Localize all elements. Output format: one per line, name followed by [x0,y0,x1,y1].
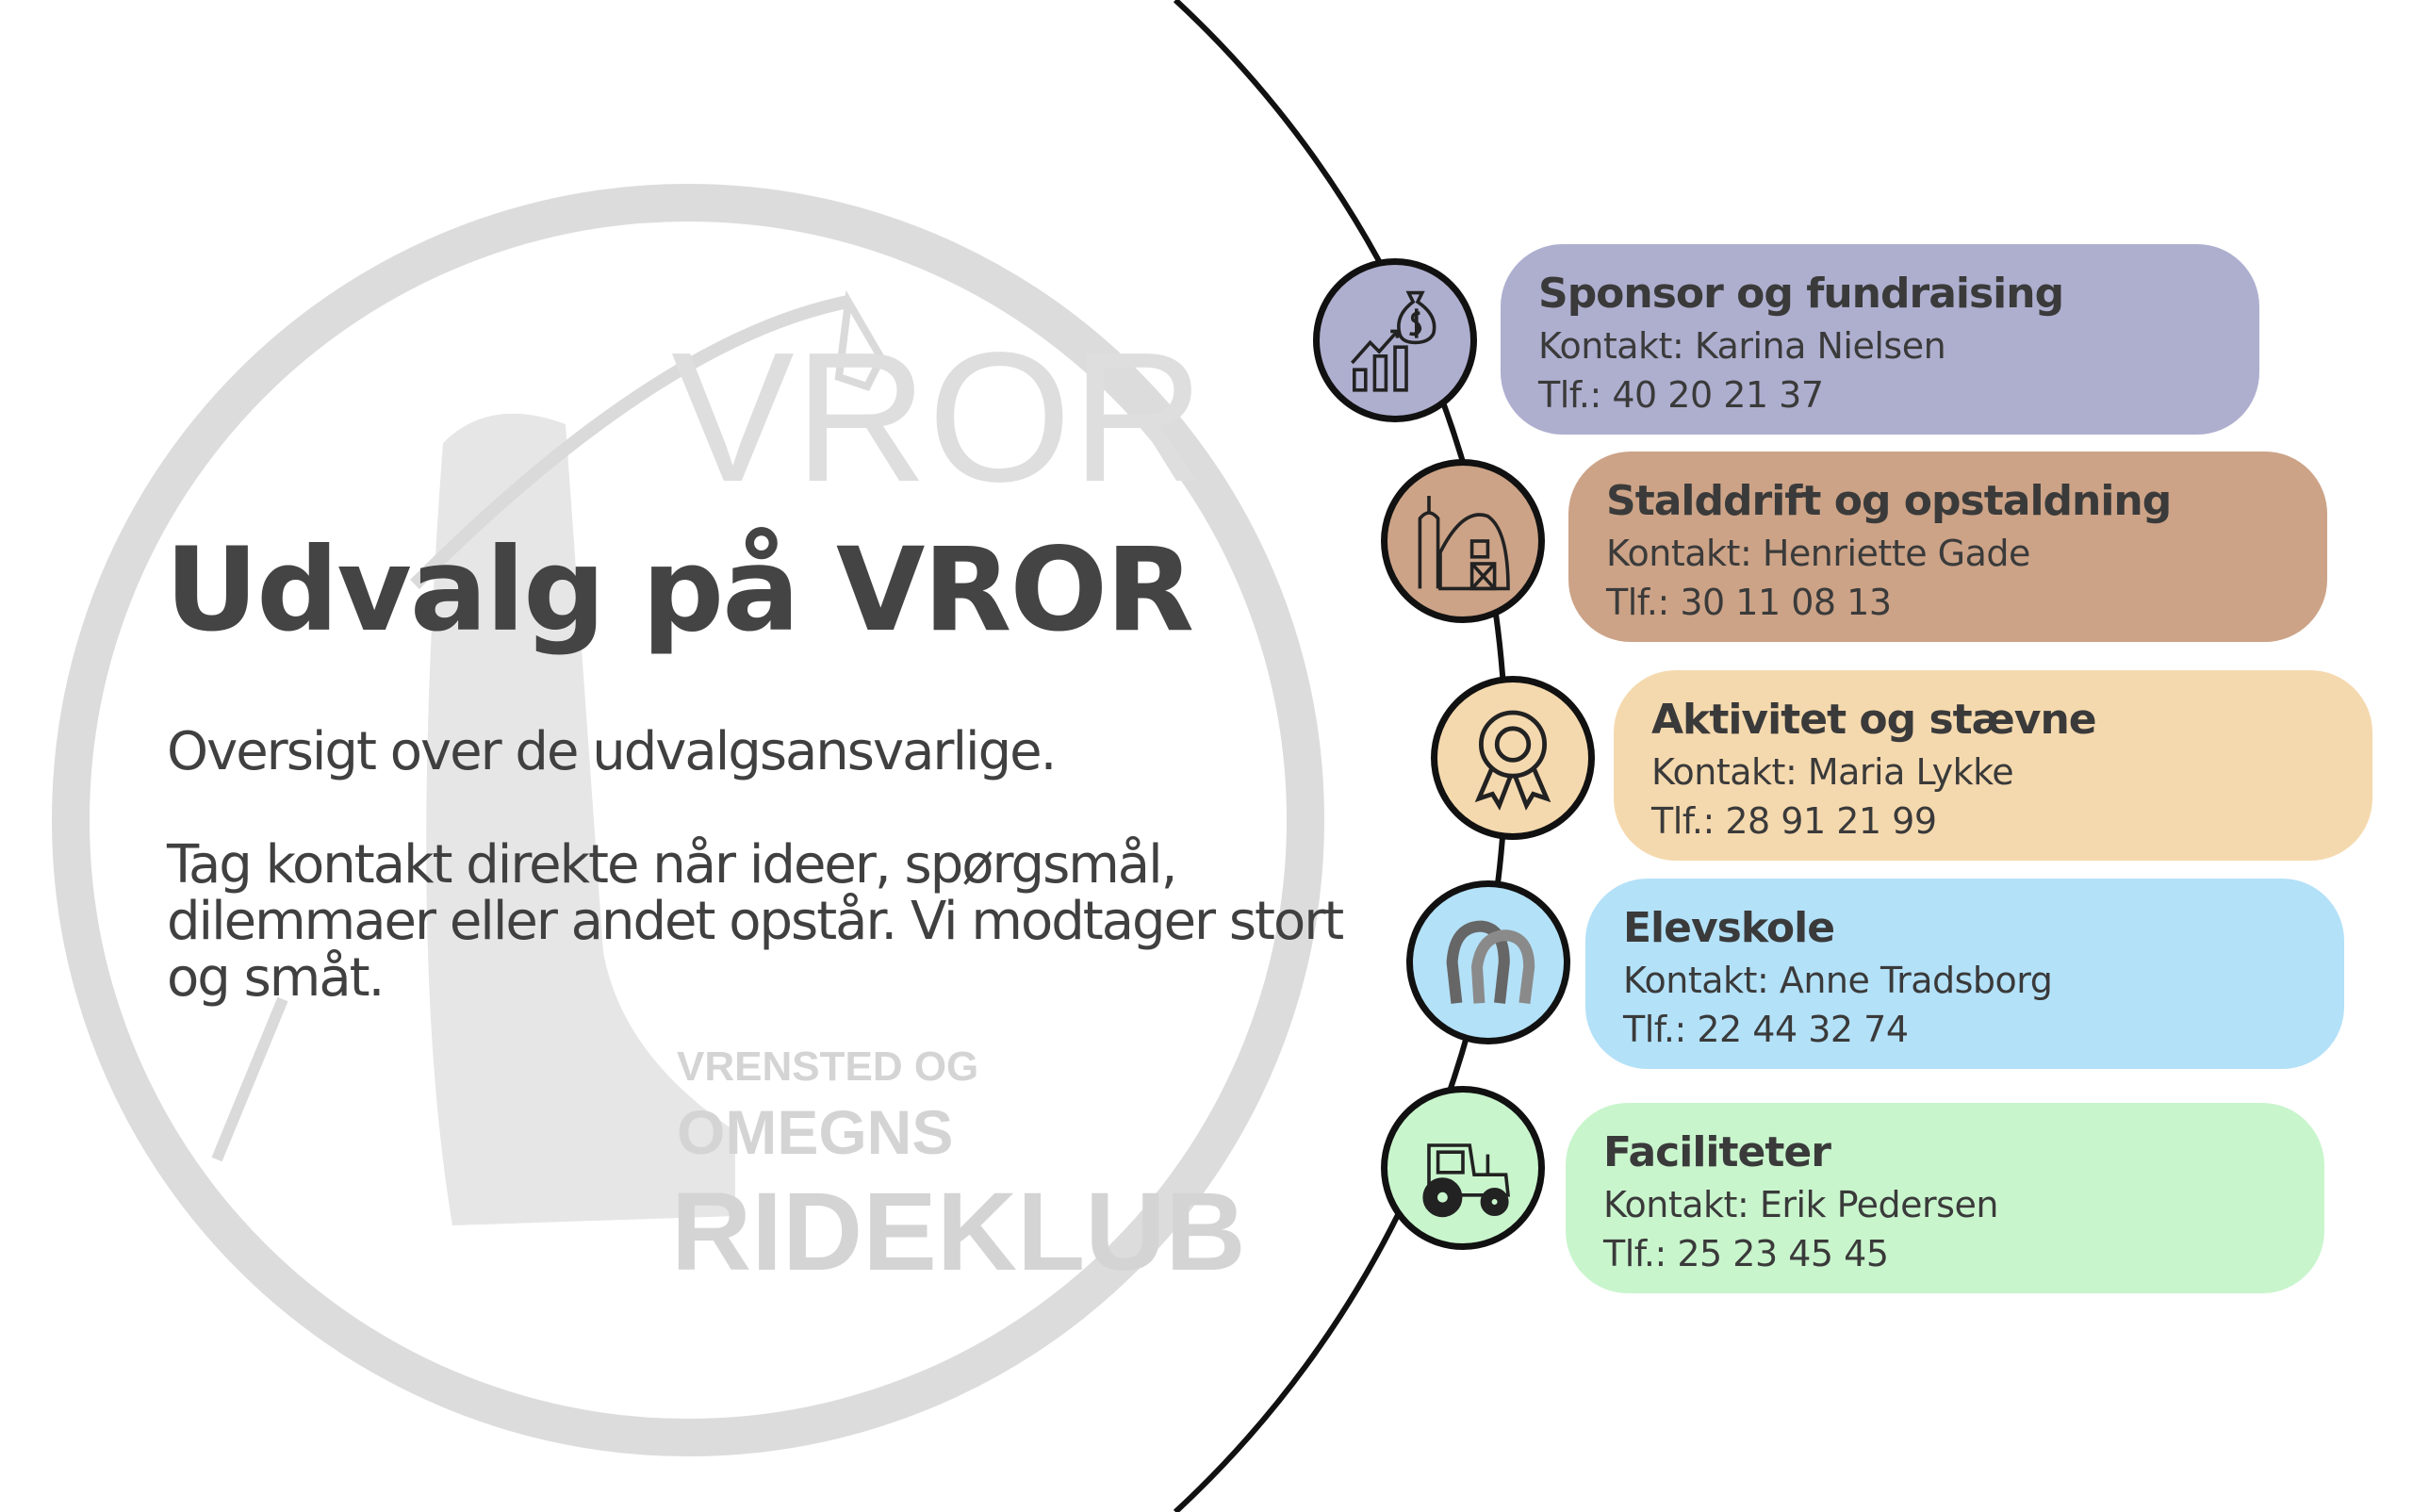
money-chart-icon [1313,258,1477,422]
intro-body: Tag kontakt direkte når ideer, spørgsmål… [167,834,1344,1009]
committee-name: Sponsor og fundraising [1538,270,2064,318]
club-logo-watermark [52,184,1324,1456]
logo-text-vror: VROR [671,314,1206,520]
committee-contact: Kontakt: Karina Nielsen [1538,325,1946,367]
committee-card-stalddrift: Stalddrift og opstaldning Kontakt: Henri… [1568,452,2327,642]
committee-phone: Tlf.: 22 44 32 74 [1623,1009,1909,1050]
horseshoe-icon [1406,880,1570,1044]
tractor-icon [1381,1086,1545,1250]
logo-text-omegns: OMEGNS [677,1097,954,1167]
committee-card-aktivitet: Aktivitet og stævne Kontakt: Maria Lykke… [1614,670,2372,861]
committee-contact: Kontakt: Maria Lykke [1651,751,2014,793]
committee-phone: Tlf.: 25 23 45 45 [1603,1233,1889,1274]
committee-contact: Kontakt: Henriette Gade [1606,533,2030,574]
committee-contact: Kontakt: Erik Pedersen [1603,1184,1998,1225]
committee-name: Aktivitet og stævne [1651,696,2097,744]
award-ribbon-icon [1431,676,1595,840]
committee-card-sponsor: Sponsor og fundraising Kontakt: Karina N… [1501,244,2259,435]
committee-phone: Tlf.: 30 11 08 13 [1606,582,1892,623]
committee-name: Stalddrift og opstaldning [1606,477,2172,525]
committee-phone: Tlf.: 28 91 21 99 [1651,800,1937,842]
page-title: Udvalg på VROR [165,523,1194,657]
intro-subtitle: Oversigt over de udvalgsansvarlige. [167,721,1057,782]
barn-icon [1381,459,1545,623]
logo-text-vrensted: VRENSTED OG [677,1044,979,1090]
committee-contact: Kontakt: Anne Tradsborg [1623,960,2053,1001]
committee-card-faciliteter: Faciliteter Kontakt: Erik Pedersen Tlf.:… [1566,1103,2324,1293]
committee-name: Elevskole [1623,904,1835,952]
logo-text-rideklub: RIDEKLUB [671,1170,1246,1294]
committee-phone: Tlf.: 40 20 21 37 [1538,374,1824,416]
committee-card-elevskole: Elevskole Kontakt: Anne Tradsborg Tlf.: … [1585,879,2344,1069]
committee-name: Faciliteter [1603,1128,1831,1176]
